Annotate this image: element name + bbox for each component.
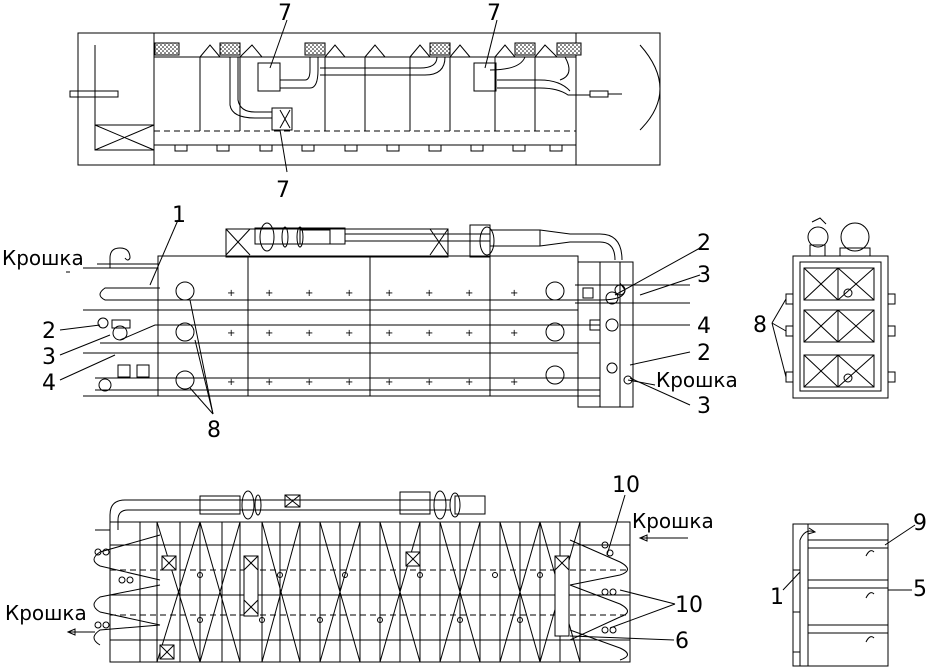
label-3-right-top: 3	[697, 263, 711, 288]
top-rollers	[174, 144, 563, 152]
valve-7b	[473, 62, 497, 92]
right-end-block	[575, 32, 661, 166]
svg-text:+: +	[385, 288, 393, 299]
label-8-side: 8	[753, 313, 767, 338]
top-view: 7 7 7	[69, 1, 661, 203]
valve-7c	[271, 107, 293, 131]
section-view: 9 5 1	[770, 511, 927, 667]
svg-text:+: +	[265, 288, 273, 299]
label-6: 6	[675, 629, 689, 654]
svg-text:+: +	[385, 377, 393, 388]
svg-text:+: +	[265, 377, 273, 388]
label-7a: 7	[278, 1, 292, 26]
crumb-label-bottom-top: Крошка	[632, 509, 714, 533]
label-4-right: 4	[697, 314, 711, 339]
label-2-right-top: 2	[697, 231, 711, 256]
svg-text:+: +	[265, 328, 273, 339]
bottom-view: 10 10 6 Крошка Крошка	[5, 473, 714, 663]
svg-text:+: +	[465, 328, 473, 339]
label-7c: 7	[276, 178, 290, 203]
bottom-x-panels	[156, 521, 581, 663]
label-8-front: 8	[207, 418, 221, 443]
side-view: 8	[753, 217, 896, 399]
svg-text:+: +	[227, 377, 235, 388]
bottom-grid	[110, 522, 630, 662]
svg-text:+: +	[465, 288, 473, 299]
label-10-top: 10	[612, 473, 640, 498]
label-3-right-bottom: 3	[697, 394, 711, 419]
svg-text:+: +	[385, 328, 393, 339]
crumb-label-front-top: Крошка	[2, 246, 84, 270]
svg-text:+: +	[345, 288, 353, 299]
label-4-left: 4	[42, 371, 56, 396]
svg-text:+: +	[465, 377, 473, 388]
label-9: 9	[913, 511, 927, 536]
label-5: 5	[913, 577, 927, 602]
svg-text:+: +	[305, 328, 313, 339]
crumb-label-bottom-left: Крошка	[5, 601, 87, 625]
svg-text:+: +	[425, 377, 433, 388]
svg-text:+: +	[425, 328, 433, 339]
svg-text:+: +	[510, 377, 518, 388]
side-x-boxes	[803, 267, 875, 388]
label-2-right-bottom: 2	[697, 341, 711, 366]
svg-text:+: +	[227, 328, 235, 339]
svg-text:+: +	[425, 288, 433, 299]
svg-text:+: +	[305, 377, 313, 388]
crumb-label-front-bottom: Крошка	[656, 368, 738, 392]
svg-text:+: +	[345, 328, 353, 339]
bottom-small-circles	[94, 541, 617, 634]
label-1: 1	[172, 203, 186, 228]
svg-text:+: +	[510, 288, 518, 299]
svg-text:+: +	[227, 288, 235, 299]
label-2-left: 2	[42, 319, 56, 344]
label-7b: 7	[487, 1, 501, 26]
label-3-left: 3	[42, 345, 56, 370]
label-1-section: 1	[770, 585, 784, 610]
label-10-mid: 10	[675, 593, 703, 618]
left-end-block	[77, 32, 155, 166]
front-view: ++++ ++++ ++++ ++++ ++++ ++++ 1 2 3 4 2 …	[2, 203, 738, 443]
svg-text:+: +	[345, 377, 353, 388]
valve-7a	[257, 62, 281, 92]
svg-text:+: +	[305, 288, 313, 299]
svg-text:+: +	[510, 328, 518, 339]
front-plus-marks: + + + + + + + + + + + + + + + + + + + + + + + +	[227, 288, 518, 388]
